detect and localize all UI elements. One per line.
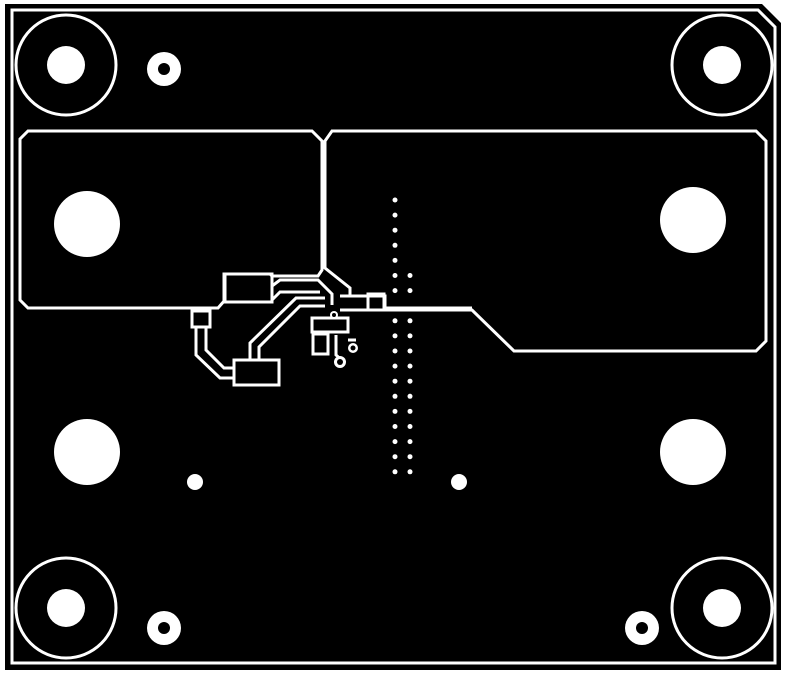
via [407,288,413,294]
via [392,212,398,218]
via [392,273,398,278]
via [407,318,413,324]
via [407,348,413,354]
corner-hole-drills [47,46,741,627]
via [392,469,398,475]
via [392,257,398,263]
via [392,424,398,429]
traces [190,272,472,387]
via [392,242,398,248]
via [407,439,413,445]
via [392,227,398,233]
via [407,378,413,384]
trace-via-holes [332,313,356,365]
small-holes [187,474,467,490]
via [392,197,398,203]
via [392,333,398,339]
via [392,454,398,460]
via [407,333,413,339]
via [407,454,413,460]
via-stitching [392,197,413,475]
via [407,424,413,429]
via [392,348,398,354]
via [407,469,413,475]
via [392,439,398,445]
board-inner-edge [10,8,777,665]
corner-mount-holes [14,13,774,660]
via [407,408,413,414]
via [392,363,398,369]
via [407,363,413,369]
large-holes [54,187,726,485]
via [407,393,413,399]
small-ring-holes [147,52,659,645]
via [392,318,398,324]
right-copper-pour [323,129,768,353]
via [392,378,398,384]
via [392,393,398,399]
via [392,408,398,414]
via [407,273,413,278]
via [392,288,398,294]
